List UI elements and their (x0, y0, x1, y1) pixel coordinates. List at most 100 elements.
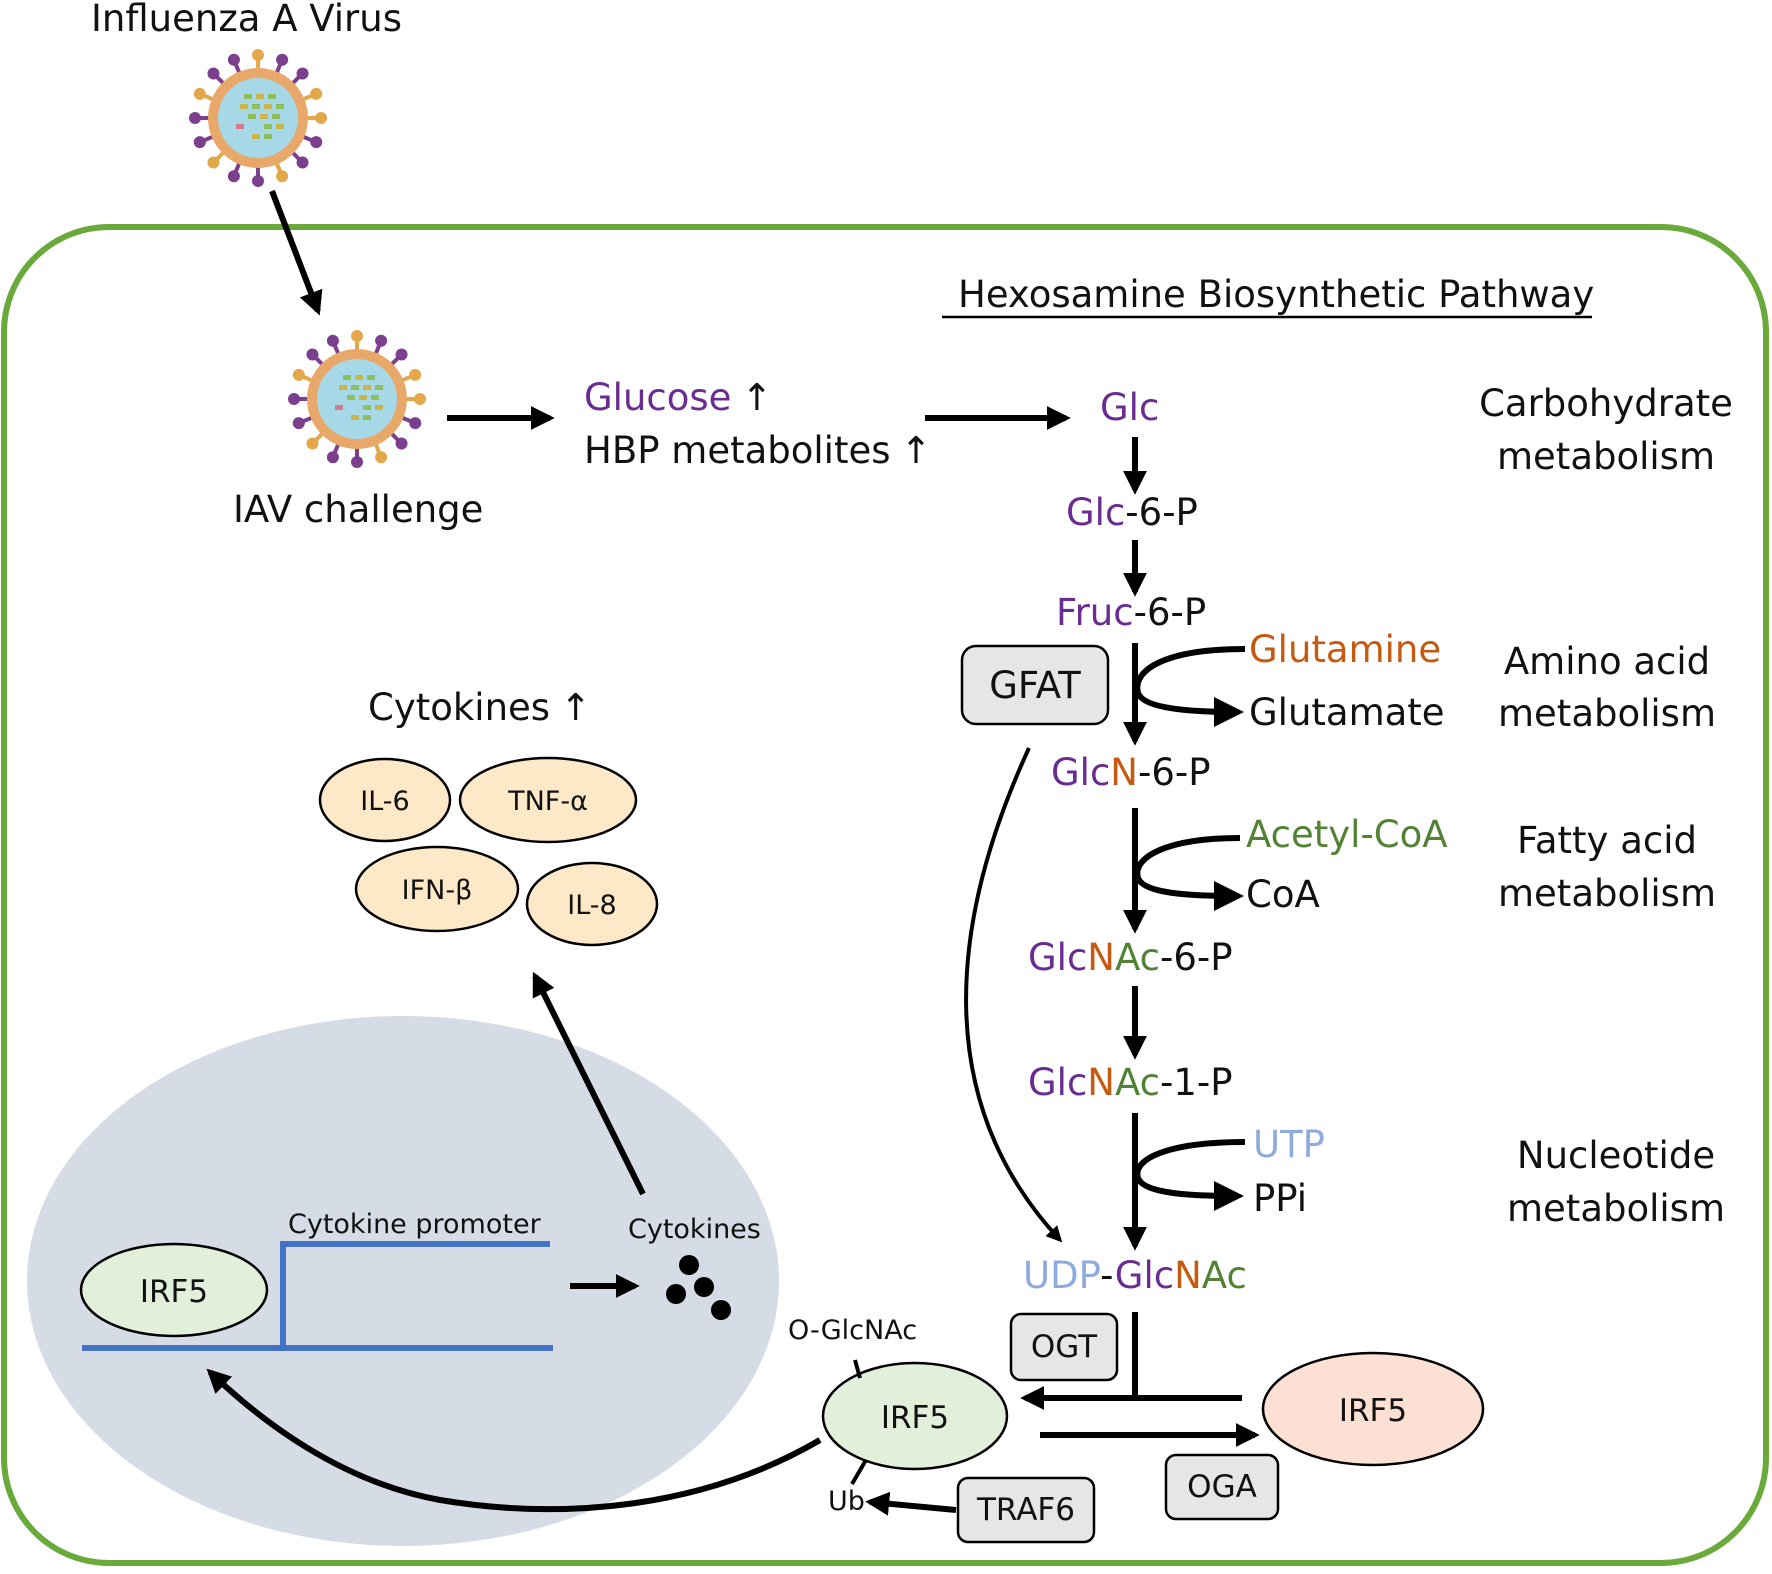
cytokine-dot (679, 1255, 699, 1275)
virus-entry-arrow (269, 189, 323, 316)
cytokine-dot (666, 1284, 686, 1304)
iav-challenge-label: IAV challenge (233, 488, 483, 531)
nuclear-import-arrow (206, 1368, 822, 1513)
virus-spike-head (326, 451, 339, 464)
category-amino-2: metabolism (1498, 692, 1716, 735)
metabolite-glc-6-p: Glc-6-P (1066, 491, 1198, 534)
virus-spike-head (227, 53, 240, 66)
virus-spike-head (351, 330, 363, 342)
traf6-label: TRAF6 (976, 1492, 1075, 1528)
cytokine-ifnb (354, 845, 520, 933)
category-carbohydrate: Carbohydrate (1479, 382, 1733, 425)
cytokine-il8 (525, 861, 659, 947)
virus-spike-head (296, 156, 309, 169)
il8-label: IL-8 (567, 890, 616, 921)
gfat-box (960, 644, 1110, 726)
influenza-label: Influenza A Virus (91, 0, 402, 40)
pathway-title: Hexosamine Biosynthetic Pathway (958, 273, 1594, 316)
virus-spike-head (288, 393, 300, 405)
virus-spike-head (207, 67, 220, 80)
virus-spike-head (306, 437, 319, 450)
virus-spike-head (375, 334, 388, 347)
ub-stalk (850, 1458, 868, 1486)
nucleus-irf5 (79, 1242, 269, 1338)
virus-spike-head (351, 456, 363, 468)
nucleus-irf5-label: IRF5 (140, 1274, 208, 1310)
category-carbohydrate-2: metabolism (1497, 435, 1715, 478)
virus-spike-head (414, 393, 426, 405)
metabolite-glc: Glc (1100, 386, 1159, 429)
ogt-label: OGT (1031, 1329, 1098, 1365)
virus-spike-head (395, 348, 408, 361)
traf6-arrow (865, 1491, 957, 1516)
virus-spike-head (310, 136, 323, 149)
virus-spike-head (189, 112, 201, 124)
metabolite-glcn-6-p: GlcN-6-P (1051, 751, 1211, 794)
utp-label: UTP (1253, 1123, 1325, 1166)
virus-spike-head (306, 348, 319, 361)
promoter-label: Cytokine promoter (288, 1209, 542, 1240)
gfat-to-udp-curve (964, 747, 1063, 1243)
virus-spike-head (227, 170, 240, 183)
il6-label: IL-6 (360, 786, 409, 817)
metabolite-udp-glcnac: UDP-GlcNAc (1023, 1254, 1247, 1297)
ub-label: Ub (828, 1486, 865, 1517)
virus-spike-head (409, 417, 422, 430)
ifnb-label: IFN-β (402, 875, 473, 906)
virus-spike-head (395, 437, 408, 450)
virus-spike-head (252, 49, 264, 61)
utp-curve (1134, 1139, 1246, 1211)
virus-spike-head (193, 87, 206, 100)
cytokine-dot (694, 1277, 714, 1297)
virus-spike-head (409, 368, 422, 381)
category-fatty-2: metabolism (1498, 872, 1716, 915)
category-fatty: Fatty acid (1517, 819, 1697, 862)
irf5-modified (821, 1361, 1009, 1471)
virus-spike-head (252, 175, 264, 187)
virus-spike-head (375, 451, 388, 464)
glucose-label: Glucose↑ (584, 376, 772, 419)
oga-box (1164, 1453, 1280, 1521)
category-nucleotide: Nucleotide (1517, 1134, 1715, 1177)
acetylcoa-label: Acetyl-CoA (1246, 813, 1448, 856)
virus-spike-head (315, 112, 327, 124)
virus-spike-head (326, 334, 339, 347)
virus-spike-head (310, 87, 323, 100)
irf5-unmodified (1261, 1351, 1485, 1467)
hbp-metabolites-label: HBP metabolites↑ (584, 429, 932, 472)
virus-spike-head (193, 136, 206, 149)
metabolite-glcnac-1-p: GlcNAc-1-P (1028, 1061, 1233, 1104)
virus-spike-head (296, 67, 309, 80)
virus-spike-head (292, 368, 305, 381)
tnfa-label: TNF-α (507, 786, 588, 817)
virus-spike-head (207, 156, 220, 169)
ppi-label: PPi (1253, 1177, 1307, 1220)
glutamine-curve (1134, 646, 1246, 727)
traf6-box (956, 1476, 1096, 1544)
glutamate-label: Glutamate (1249, 691, 1445, 734)
o-glcnac-label: O-GlcNAc (788, 1315, 917, 1346)
cytokine-secretion-arrow (532, 971, 646, 1196)
promoter-line (280, 1241, 550, 1348)
metabolite-fruc-6-p: Fruc-6-P (1056, 591, 1206, 634)
irf5-modified-label: IRF5 (881, 1400, 949, 1436)
virus-spike-head (276, 170, 289, 183)
nucleus (27, 1016, 779, 1546)
nucleus-cytokines-label: Cytokines (628, 1214, 761, 1245)
o-glcnac-stalk (853, 1359, 862, 1379)
glutamine-label: Glutamine (1249, 628, 1441, 671)
cytokine-tnfa (458, 756, 638, 844)
virus-spike-head (292, 417, 305, 430)
gfat-label: GFAT (989, 664, 1081, 707)
irf5-unmodified-label: IRF5 (1339, 1393, 1407, 1429)
influenza-virus-icon (189, 49, 327, 187)
cytokines-title: Cytokines↑ (368, 686, 591, 729)
coa-label: CoA (1246, 873, 1320, 916)
acetylcoa-curve (1134, 835, 1244, 911)
cytokine-dot (711, 1300, 731, 1320)
metabolite-glcnac-6-p: GlcNAc-6-P (1028, 936, 1233, 979)
iav-challenge-virus-icon (288, 330, 426, 468)
category-amino: Amino acid (1504, 640, 1710, 683)
ogt-box (1009, 1312, 1119, 1382)
